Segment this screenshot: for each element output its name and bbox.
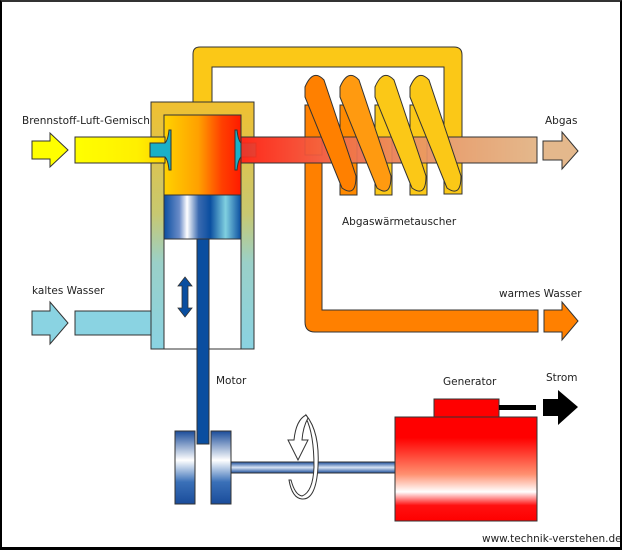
label-generator: Generator xyxy=(443,376,497,388)
fuel-air-inlet xyxy=(31,131,166,169)
drive-shaft xyxy=(230,461,396,474)
exhaust-arrow xyxy=(542,130,579,171)
fuel-air-arrow xyxy=(31,131,69,169)
up-down-arrow-icon xyxy=(177,276,193,318)
piston xyxy=(163,194,242,240)
power-arrow xyxy=(543,390,578,425)
flywheel-right xyxy=(210,430,232,505)
label-motor: Motor xyxy=(216,375,247,387)
combustion-chamber xyxy=(163,114,242,196)
generator-terminal-box xyxy=(433,398,500,418)
heat-exchanger-coil xyxy=(240,74,538,196)
cold-water-arrow xyxy=(31,300,69,346)
label-exhaust: Abgas xyxy=(545,115,577,127)
rotation-arrow-icon xyxy=(287,413,319,500)
label-fuel-air: Brennstoff-Luft-Gemisch xyxy=(22,115,150,127)
flywheel-left xyxy=(174,430,196,505)
label-cold-water: kaltes Wasser xyxy=(32,285,105,297)
label-power: Strom xyxy=(546,372,578,384)
coil-front-segments xyxy=(304,74,462,192)
connecting-rod xyxy=(196,238,210,445)
warm-water-arrow xyxy=(543,300,579,342)
power-cable xyxy=(499,405,536,410)
generator xyxy=(394,416,538,522)
label-heat-exchanger: Abgaswärmetauscher xyxy=(342,216,457,228)
warm-water-pipe xyxy=(304,151,579,342)
credit-link[interactable]: www.technik-verstehen.de xyxy=(482,533,622,545)
intake-valve xyxy=(149,129,172,171)
label-warm-water: warmes Wasser xyxy=(499,288,582,300)
hot-loop-pipe xyxy=(192,46,463,195)
cold-water-inlet xyxy=(31,300,152,346)
